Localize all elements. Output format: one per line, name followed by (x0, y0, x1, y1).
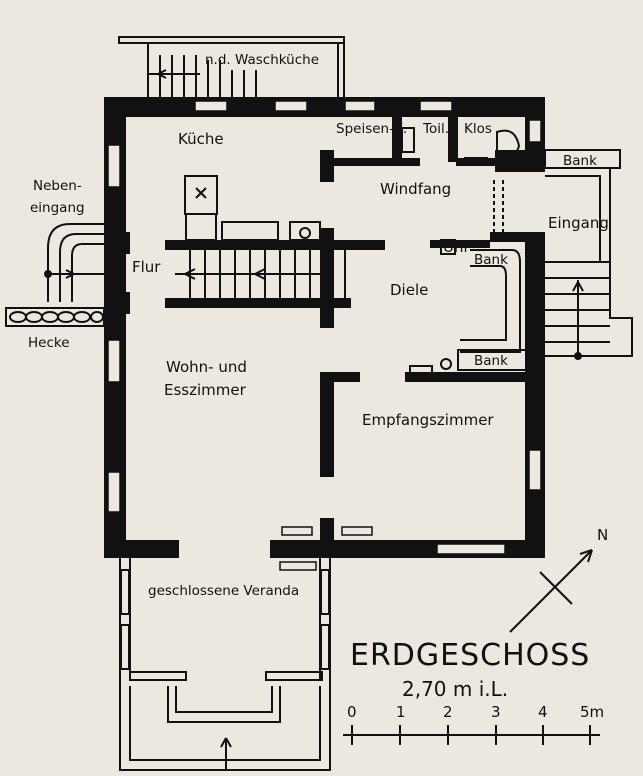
label-speisen: Speisen-K. (336, 121, 407, 137)
waschkueche-stair (118, 36, 345, 97)
scale-tick-4: 4 (538, 703, 548, 721)
scale-tick-2: 2 (443, 703, 453, 721)
label-neben-2: eingang (30, 200, 85, 216)
north-label: N (597, 526, 608, 544)
main-stair (175, 250, 346, 298)
label-wohn-1: Wohn- und (166, 358, 247, 376)
kitchen-fixtures (184, 175, 321, 241)
scale-tick-3: 3 (491, 703, 501, 721)
hedge (5, 307, 105, 327)
toilet-fixtures (401, 127, 521, 165)
door-openings (117, 180, 504, 292)
label-toilette: Toil. (422, 121, 449, 137)
windows (107, 100, 542, 571)
label-neben-1: Neben- (33, 178, 82, 194)
scale-bar (343, 725, 600, 745)
label-kueche: Küche (178, 130, 224, 148)
label-bank-mid: Bank (474, 252, 508, 268)
diele-bench (409, 239, 527, 375)
label-uhr: Uhr (443, 238, 470, 256)
label-waschkueche: n.d. Waschküche (205, 52, 319, 68)
label-hecke: Hecke (28, 335, 70, 351)
scale-ticks: 0 1 2 3 4 5m (347, 703, 604, 721)
scale-tick-5: 5m (580, 703, 604, 721)
label-windfang: Windfang (380, 180, 451, 198)
label-diele: Diele (390, 281, 428, 299)
plan-title: ERDGESCHOSS (350, 638, 590, 673)
scale-tick-1: 1 (396, 703, 406, 721)
label-bank-low: Bank (474, 353, 508, 369)
veranda (119, 558, 331, 771)
north-arrow (509, 549, 593, 633)
label-veranda: geschlossene Veranda (148, 583, 299, 599)
label-empfang: Empfangszimmer (362, 411, 494, 429)
label-flur: Flur (132, 258, 161, 276)
interior-walls (104, 117, 545, 477)
label-klos: Klos (464, 121, 492, 137)
label-eingang: Eingang (548, 214, 609, 232)
entrance-steps (544, 149, 633, 360)
label-bank-top: Bank (563, 153, 597, 169)
scale-tick-0: 0 (347, 703, 357, 721)
label-wohn-2: Esszimmer (164, 381, 247, 399)
side-entrance-steps (44, 223, 104, 302)
height-note: 2,70 m i.L. (402, 677, 508, 701)
